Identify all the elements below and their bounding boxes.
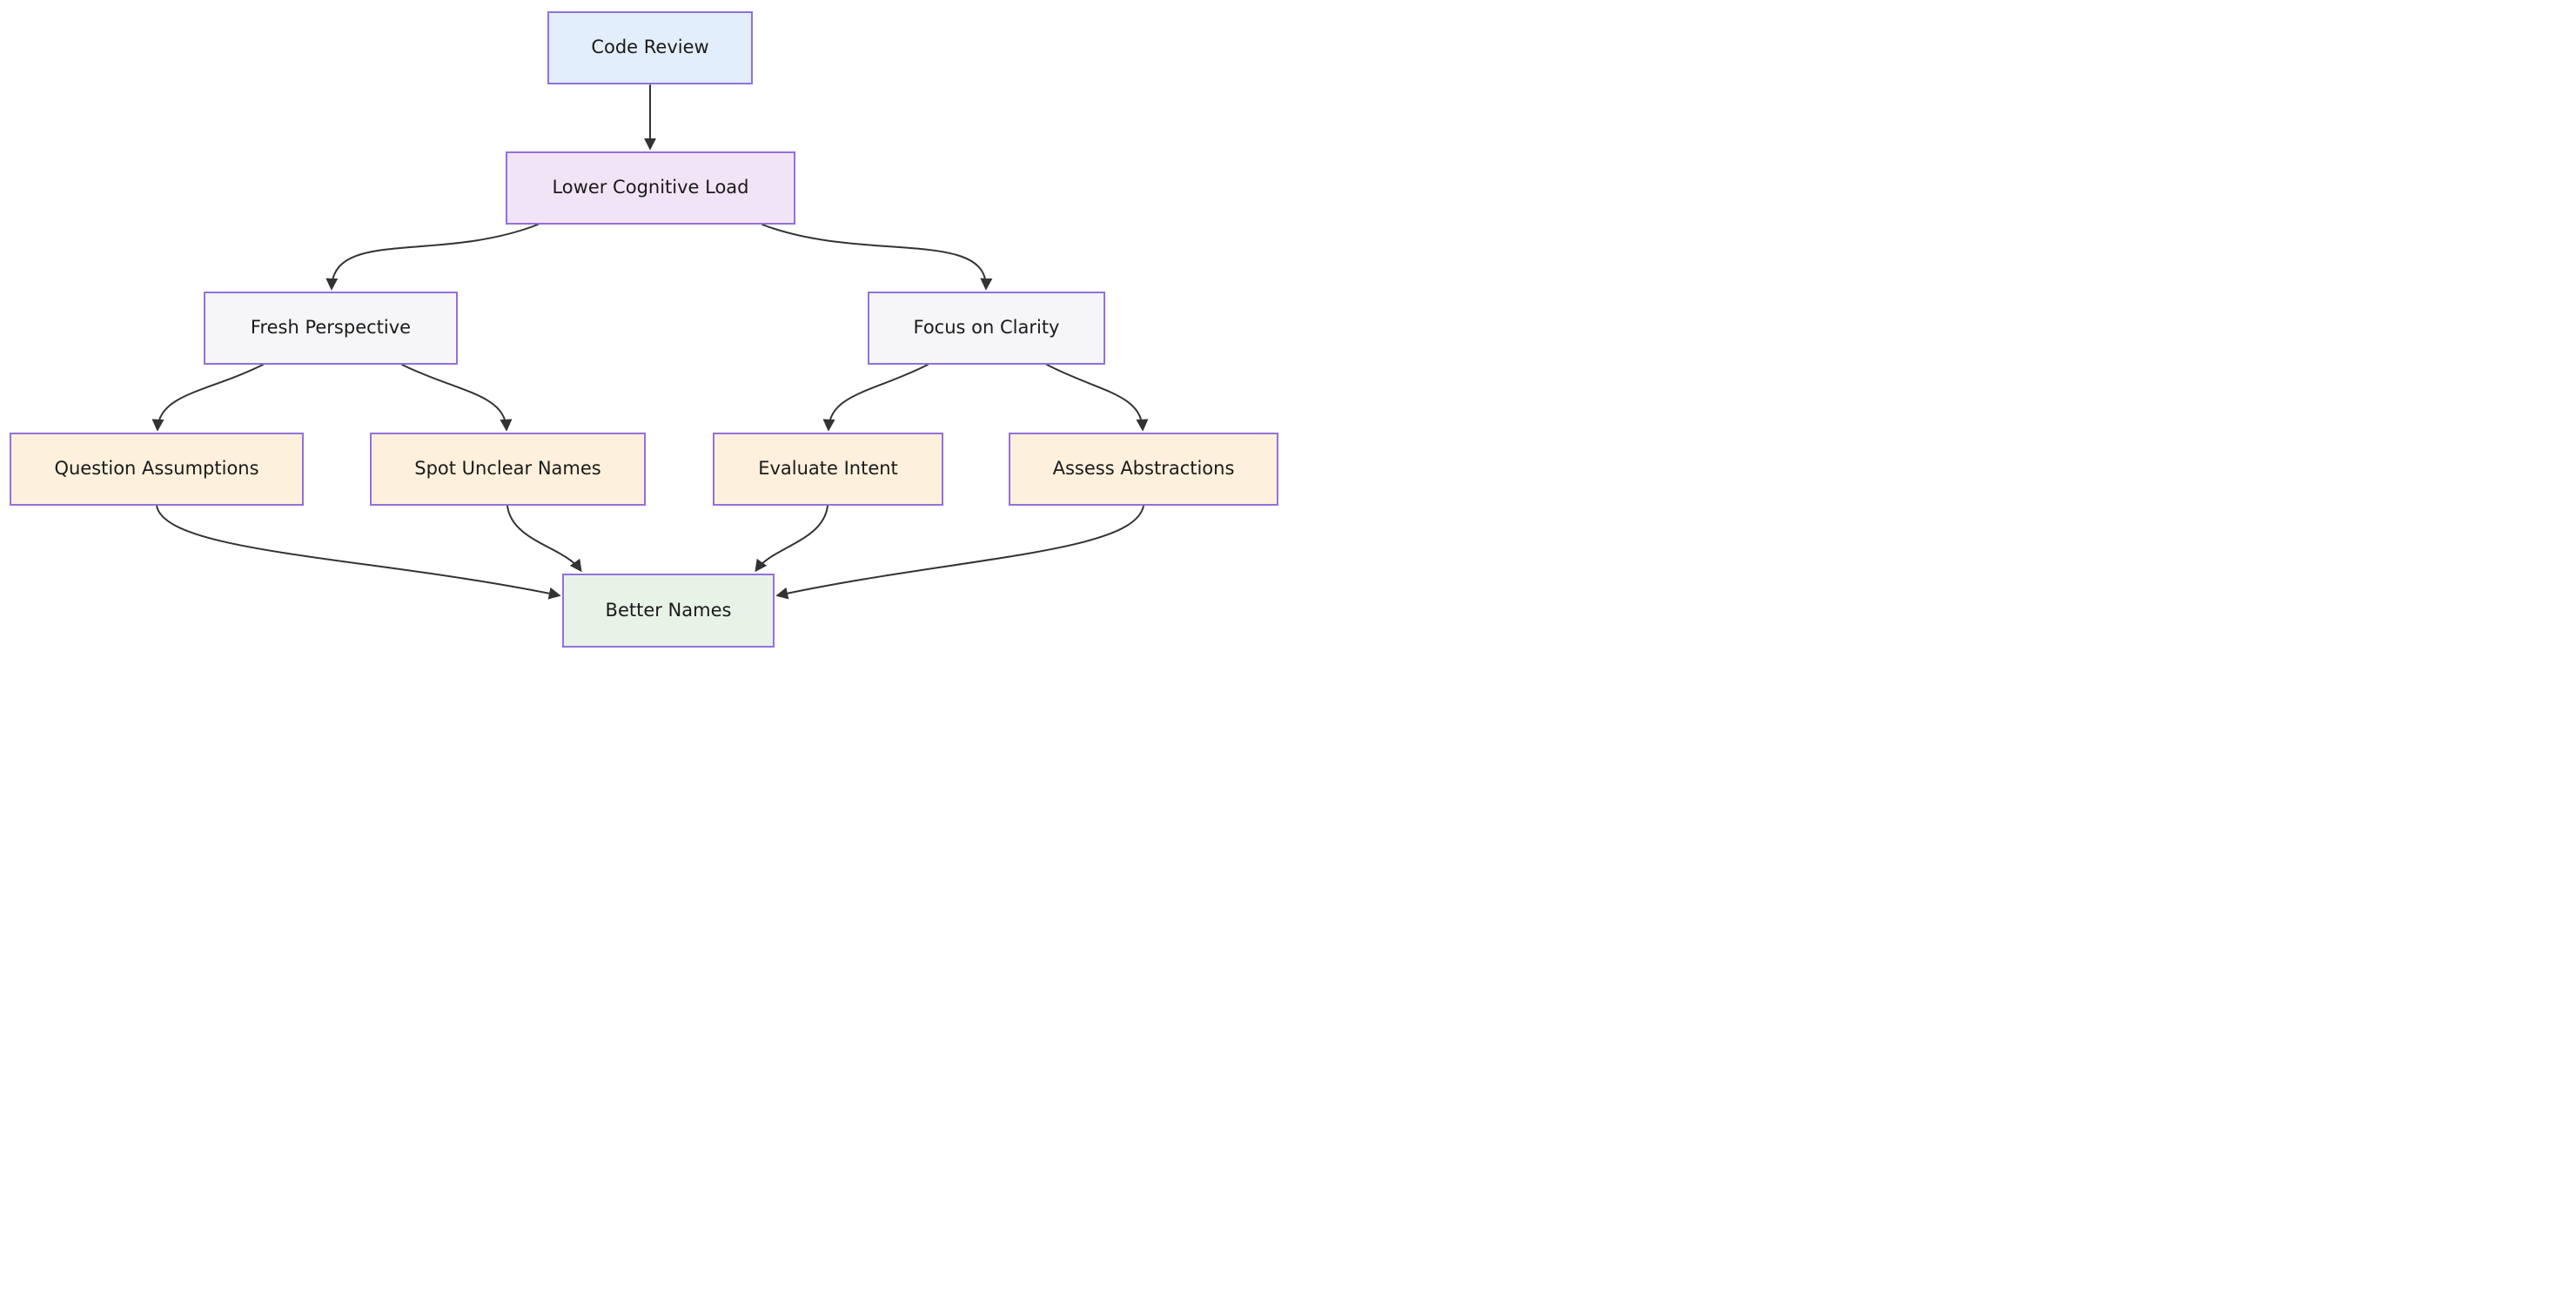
edge-focus-on-clarity-to-assess-abstractions (1046, 364, 1149, 432)
edge-question-assumptions-to-better-names (156, 505, 561, 600)
node-question-assumptions: Question Assumptions (10, 433, 304, 506)
edge-fresh-perspective-to-question-assumptions (151, 364, 264, 432)
node-code-review-label: Code Review (591, 37, 709, 58)
node-question-assumptions-label: Question Assumptions (54, 458, 259, 480)
node-assess-abstractions-label: Assess Abstractions (1052, 458, 1235, 480)
node-focus-on-clarity-label: Focus on Clarity (913, 317, 1060, 339)
node-fresh-perspective: Fresh Perspective (204, 292, 458, 365)
node-spot-unclear-names-label: Spot Unclear Names (414, 458, 601, 480)
node-fresh-perspective-label: Fresh Perspective (250, 317, 412, 339)
edge-lower-cognitive-load-to-fresh-perspective (325, 224, 539, 291)
edge-evaluate-intent-to-better-names (755, 505, 828, 573)
node-lower-cognitive-load: Lower Cognitive Load (506, 151, 795, 225)
node-evaluate-intent: Evaluate Intent (713, 433, 943, 506)
edge-assess-abstractions-to-better-names (775, 505, 1144, 600)
edge-fresh-perspective-to-spot-unclear-names (401, 364, 513, 432)
node-better-names-label: Better Names (605, 599, 732, 621)
edge-focus-on-clarity-to-evaluate-intent (822, 364, 929, 432)
flowchart-canvas: Code Review Lower Cognitive Load Fresh P… (0, 0, 1288, 658)
edge-spot-unclear-names-to-better-names (506, 505, 582, 573)
node-lower-cognitive-load-label: Lower Cognitive Load (552, 177, 749, 198)
node-evaluate-intent-label: Evaluate Intent (758, 458, 898, 480)
node-focus-on-clarity: Focus on Clarity (868, 292, 1105, 365)
node-code-review: Code Review (547, 11, 753, 84)
edge-layer (151, 84, 1149, 600)
node-assess-abstractions: Assess Abstractions (1009, 433, 1278, 506)
node-better-names: Better Names (562, 574, 775, 648)
edge-lower-cognitive-load-to-focus-on-clarity (761, 224, 993, 291)
node-spot-unclear-names: Spot Unclear Names (370, 433, 646, 506)
